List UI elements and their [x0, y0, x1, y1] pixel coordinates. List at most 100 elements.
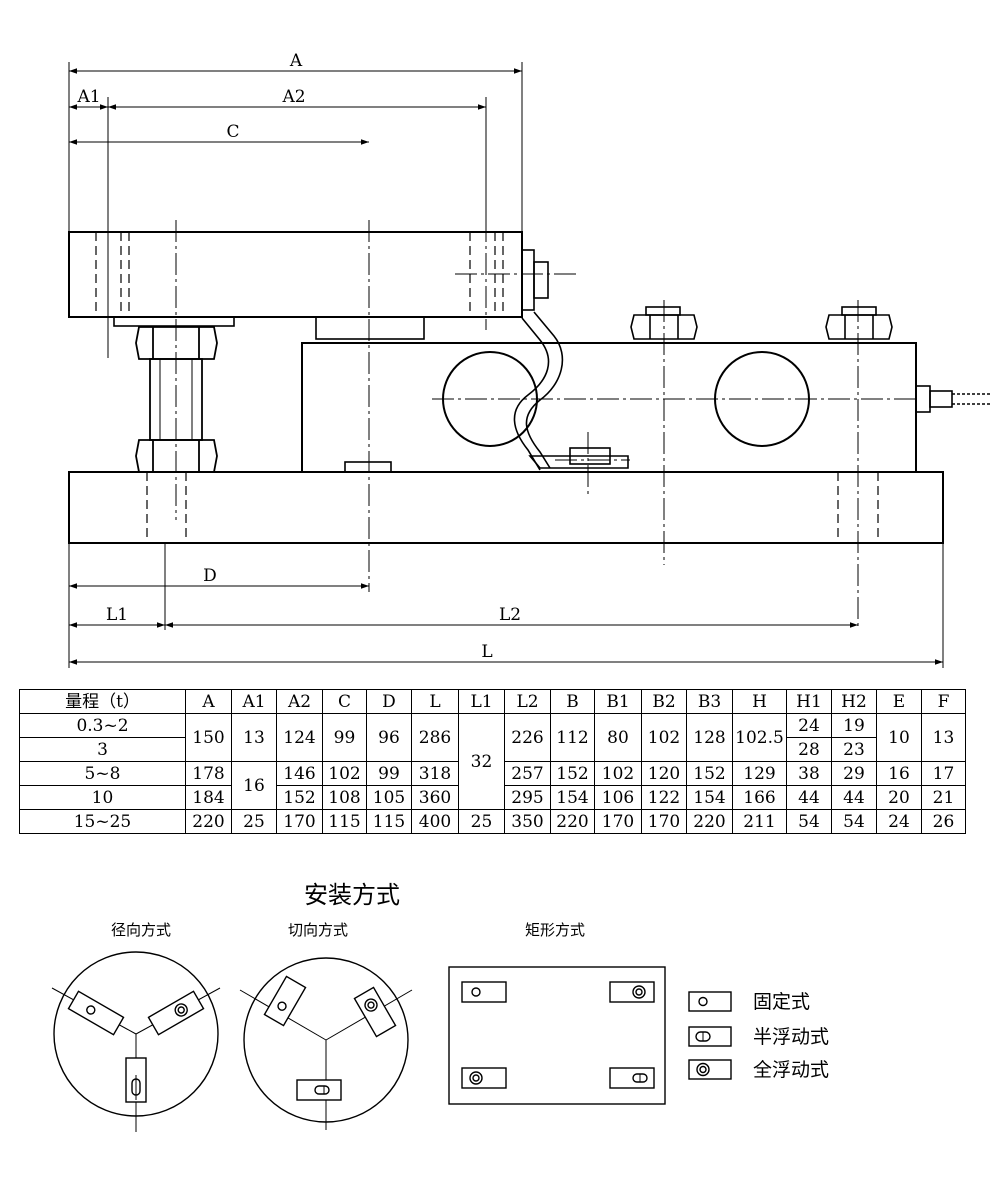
- side-bolt: [521, 249, 549, 311]
- load-cell-body: [301, 342, 917, 473]
- cell-B1: 170: [594, 809, 642, 834]
- rectangular-caption: 矩形方式: [525, 921, 585, 939]
- cell-F: 13: [921, 713, 966, 762]
- cell-A: 178: [185, 761, 232, 786]
- cell-H2: 19: [831, 713, 877, 738]
- cell-L: 400: [411, 809, 459, 834]
- dim-label-L: L: [481, 642, 492, 662]
- cell-A1: 25: [231, 809, 277, 834]
- cell-A2: 124: [276, 713, 323, 762]
- cell-H2: 54: [831, 809, 877, 834]
- cell-C: 108: [322, 785, 367, 810]
- cell-E: 20: [876, 785, 922, 810]
- hidden-lines: [95, 232, 879, 543]
- cell-L: 286: [411, 713, 459, 762]
- cell-H2: 29: [831, 761, 877, 786]
- header-A: A: [185, 689, 232, 714]
- cell-H: 166: [732, 785, 787, 810]
- header-H: H: [732, 689, 787, 714]
- legend-label-semi-floating: 半浮动式: [753, 1026, 829, 1048]
- legend-label-fixed: 固定式: [753, 991, 810, 1013]
- dim-label-C: C: [226, 122, 239, 142]
- tangential-caption: 切向方式: [288, 921, 348, 939]
- center-lines: [175, 220, 920, 628]
- cell-A2: 152: [276, 785, 323, 810]
- cell-A2: 146: [276, 761, 323, 786]
- dim-label-D: D: [203, 566, 217, 586]
- table-row: 10 184 152 108 105 360 295 154 106 122 1…: [19, 785, 966, 810]
- cell-bolt-left: [630, 306, 698, 340]
- cell-B1: 102: [594, 761, 642, 786]
- radial-caption: 径向方式: [111, 921, 171, 939]
- header-D: D: [366, 689, 412, 714]
- cell-B2: 120: [641, 761, 687, 786]
- cell-range: 5~8: [19, 761, 186, 786]
- cable-gland: [915, 385, 990, 413]
- table-header-row: 量程（t） A A1 A2 C D L L1 L2 B B1 B2 B3 H H…: [19, 689, 966, 714]
- header-B2: B2: [641, 689, 687, 714]
- cell-L1: 25: [458, 809, 505, 834]
- cell-B3: 128: [686, 713, 733, 762]
- cell-H1: 24: [786, 713, 832, 738]
- header-A1: A1: [231, 689, 277, 714]
- ground-strap: [513, 311, 564, 471]
- cell-F: 26: [921, 809, 966, 834]
- cell-D: 115: [366, 809, 412, 834]
- cell-E: 10: [876, 713, 922, 762]
- cell-H: 129: [732, 761, 787, 786]
- cell-L2: 257: [504, 761, 551, 786]
- cell-B: 154: [550, 785, 595, 810]
- spec-table: 量程（t） A A1 A2 C D L L1 L2 B B1 B2 B3 H H…: [19, 689, 966, 834]
- cell-L1: 32: [458, 713, 505, 810]
- cell-B: 152: [550, 761, 595, 786]
- cell-F: 21: [921, 785, 966, 810]
- cell-L: 318: [411, 761, 459, 786]
- dimension-lines: [69, 68, 943, 665]
- header-F: F: [921, 689, 966, 714]
- cell-B: 112: [550, 713, 595, 762]
- cell-L: 360: [411, 785, 459, 810]
- cell-H1: 38: [786, 761, 832, 786]
- base-plate: [68, 471, 944, 544]
- header-B3: B3: [686, 689, 733, 714]
- cell-E: 16: [876, 761, 922, 786]
- top-washer-center: [315, 316, 425, 340]
- cell-H: 211: [732, 809, 787, 834]
- cell-H1: 54: [786, 809, 832, 834]
- cell-A: 150: [185, 713, 232, 762]
- header-E: E: [876, 689, 922, 714]
- header-L2: L2: [504, 689, 551, 714]
- strap-bracket: [528, 447, 629, 469]
- top-plate: [68, 231, 523, 318]
- cell-B3: 220: [686, 809, 733, 834]
- cell-D: 99: [366, 761, 412, 786]
- tangential-mount-diagram: [239, 957, 413, 1130]
- top-washer-left: [113, 316, 235, 327]
- cell-B2: 122: [641, 785, 687, 810]
- cell-L2: 226: [504, 713, 551, 762]
- cell-A: 220: [185, 809, 232, 834]
- cell-B2: 170: [641, 809, 687, 834]
- cell-D: 96: [366, 713, 412, 762]
- cell-B3: 152: [686, 761, 733, 786]
- cell-B1: 80: [594, 713, 642, 762]
- cell-H: 102.5: [732, 713, 787, 762]
- cell-F: 17: [921, 761, 966, 786]
- cell-B: 220: [550, 809, 595, 834]
- cell-A1: 13: [231, 713, 277, 762]
- legend-label-full-floating: 全浮动式: [753, 1059, 829, 1081]
- mounting-title: 安装方式: [304, 881, 400, 909]
- cell-A1: 16: [231, 761, 277, 810]
- fixed-hole-icon: [688, 991, 732, 1012]
- cell-H2: 44: [831, 785, 877, 810]
- cell-B3: 154: [686, 785, 733, 810]
- table-row: 0.3~2 150 13 124 99 96 286 32 226 112 80…: [19, 713, 966, 810]
- cell-range: 10: [19, 785, 186, 810]
- cell-L2: 350: [504, 809, 551, 834]
- side-view: [68, 231, 990, 544]
- dimension-labels: A A1 A2 C D L1 L2 L: [76, 51, 521, 662]
- header-H1: H1: [786, 689, 832, 714]
- extension-lines: [68, 62, 944, 668]
- cell-B1: 106: [594, 785, 642, 810]
